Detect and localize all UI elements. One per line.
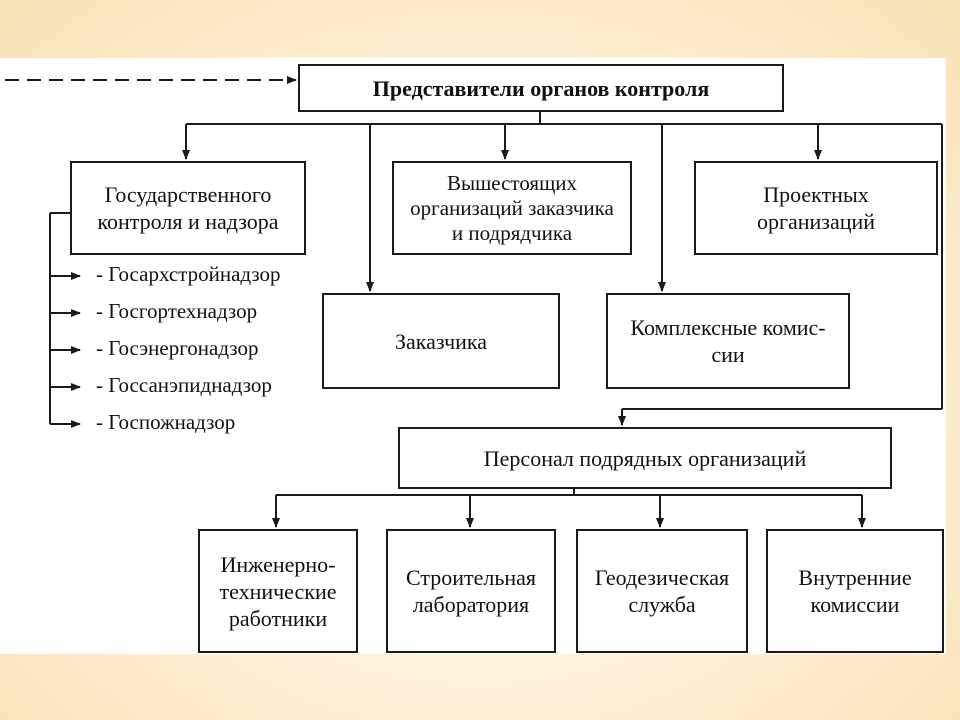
state-body-item: - Госсанэпиднадзор	[96, 373, 272, 397]
state-control-box: Государственного контроля и надзора	[70, 161, 306, 255]
connector-lines	[5, 76, 943, 528]
root-box: Представители органов контроля	[298, 64, 784, 112]
design-orgs-box: Проектных организаций	[694, 161, 938, 255]
geodetic-service-box: Геодезическая служба	[576, 529, 748, 653]
state-body-item: - Госархстройнадзор	[96, 262, 281, 286]
state-body-item: - Госпожнадзор	[96, 410, 236, 434]
state-body-item: - Госгортехнадзор	[96, 299, 258, 323]
engineering-staff-box: Инженерно- технические работники	[198, 529, 358, 653]
state-body-item: - Госэнергонадзор	[96, 336, 259, 360]
construction-lab-box: Строительная лаборатория	[386, 529, 556, 653]
internal-commissions-box: Внутренние комиссии	[766, 529, 944, 653]
contractor-staff-box: Персонал подрядных организаций	[398, 427, 892, 489]
superior-orgs-box: Вышестоящих организаций заказчика и подр…	[392, 161, 632, 255]
customer-box: Заказчика	[322, 293, 560, 389]
complex-commissions-box: Комплексные комис- сии	[606, 293, 850, 389]
